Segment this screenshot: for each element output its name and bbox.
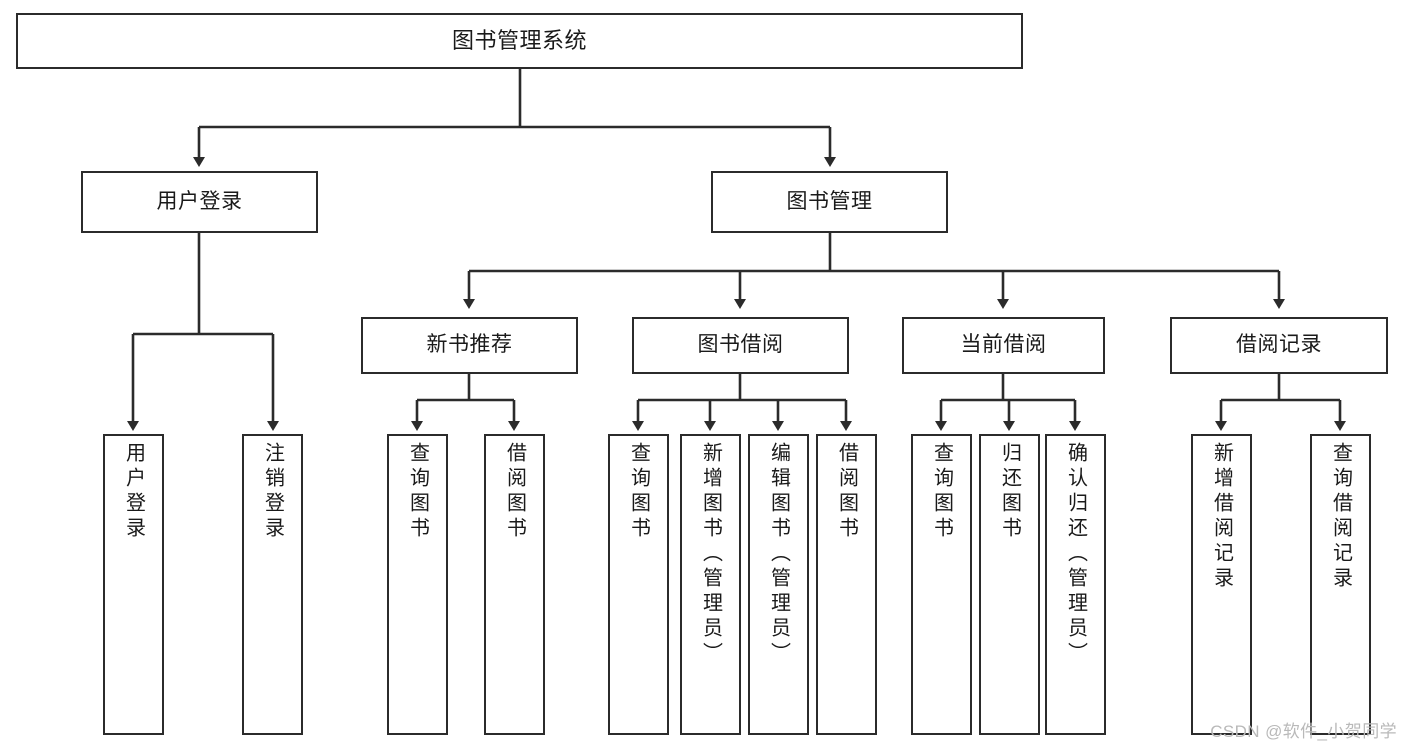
leaf-book-borrow-borrow-books[interactable]: 借阅图书 — [816, 434, 877, 735]
node-label: 借阅图书 — [835, 442, 858, 542]
leaf-book-borrow-add-book-admin[interactable]: 新增图书（管理员） — [680, 434, 741, 735]
node-label: 新增借阅记录 — [1210, 442, 1233, 592]
leaf-borrow-record-add-record[interactable]: 新增借阅记录 — [1191, 434, 1252, 735]
leaf-current-borrow-query-books[interactable]: 查询图书 — [911, 434, 972, 735]
node-current-borrowing[interactable]: 当前借阅 — [902, 317, 1105, 374]
leaf-new-book-borrow-books[interactable]: 借阅图书 — [484, 434, 545, 735]
node-label: 借阅图书 — [503, 442, 526, 542]
leaf-current-borrow-confirm-return-admin[interactable]: 确认归还（管理员） — [1045, 434, 1106, 735]
leaf-book-borrow-query-books[interactable]: 查询图书 — [608, 434, 669, 735]
node-book-borrowing[interactable]: 图书借阅 — [632, 317, 849, 374]
node-label: 查询图书 — [406, 442, 429, 542]
node-label: 图书管理系统 — [451, 28, 587, 54]
node-label: 新增图书（管理员） — [699, 442, 722, 667]
node-root-book-management-system[interactable]: 图书管理系统 — [16, 13, 1023, 69]
node-label: 当前借阅 — [960, 333, 1047, 357]
node-label: 用户登录 — [122, 442, 145, 542]
node-new-book-recommendation[interactable]: 新书推荐 — [361, 317, 578, 374]
node-label: 图书管理 — [786, 189, 873, 213]
leaf-new-book-query-books[interactable]: 查询图书 — [387, 434, 448, 735]
node-label: 用户登录 — [156, 189, 243, 213]
node-user-login[interactable]: 用户登录 — [81, 171, 318, 233]
leaf-user-login-logout[interactable]: 注销登录 — [242, 434, 303, 735]
node-label: 查询图书 — [627, 442, 650, 542]
leaf-user-login-login[interactable]: 用户登录 — [103, 434, 164, 735]
node-label: 新书推荐 — [426, 333, 513, 357]
node-label: 查询借阅记录 — [1329, 442, 1352, 592]
leaf-book-borrow-edit-book-admin[interactable]: 编辑图书（管理员） — [748, 434, 809, 735]
node-label: 编辑图书（管理员） — [767, 442, 790, 667]
leaf-current-borrow-return-books[interactable]: 归还图书 — [979, 434, 1040, 735]
node-label: 查询图书 — [930, 442, 953, 542]
node-label: 确认归还（管理员） — [1064, 442, 1087, 667]
node-label: 借阅记录 — [1236, 333, 1322, 357]
node-borrow-records[interactable]: 借阅记录 — [1170, 317, 1388, 374]
node-label: 图书借阅 — [697, 333, 784, 357]
node-label: 注销登录 — [261, 442, 284, 542]
node-book-management[interactable]: 图书管理 — [711, 171, 948, 233]
node-label: 归还图书 — [998, 442, 1021, 542]
leaf-borrow-record-query-record[interactable]: 查询借阅记录 — [1310, 434, 1371, 735]
